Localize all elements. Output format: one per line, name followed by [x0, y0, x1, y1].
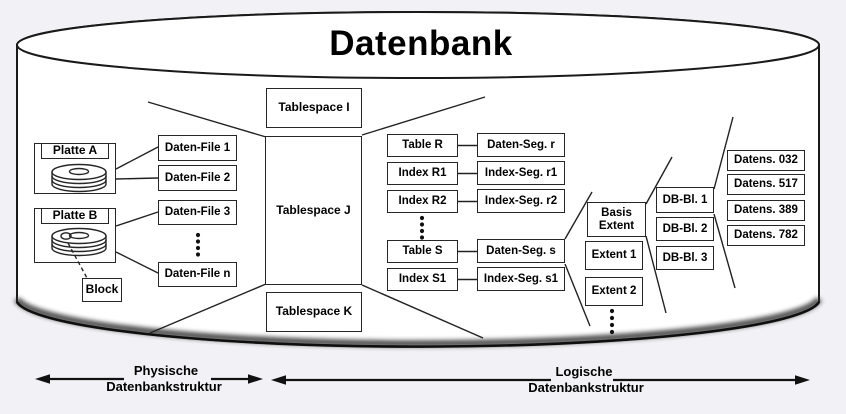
- platte-b-label: Platte B: [41, 209, 109, 224]
- index-seg-r1-box: Index-Seg. r1: [477, 161, 565, 185]
- logical-axis-label-line1: Logische: [555, 364, 613, 379]
- daten-file-1-box: Daten-File 1: [158, 135, 237, 161]
- arrowhead-left-icon: [271, 375, 286, 385]
- extent-1-box: Extent 1: [585, 241, 643, 270]
- arrowhead-right-icon: [248, 374, 263, 384]
- db-block-3-box: DB-Bl. 3: [656, 246, 714, 270]
- block-box: Block: [82, 278, 122, 302]
- platte-a-label: Platte A: [41, 144, 109, 159]
- tablespace-j-box: Tablespace J: [265, 136, 362, 285]
- physical-axis-label-line2: Datenbankstruktur: [106, 379, 222, 394]
- daten-file-3-box: Daten-File 3: [158, 200, 237, 225]
- arrowhead-right-icon: [795, 375, 810, 385]
- arrowhead-left-icon: [35, 374, 50, 384]
- disk-file-connector-lines: [115, 146, 159, 274]
- physical-axis-label-line1: Physische: [133, 363, 199, 378]
- record-032-box: Datens. 032: [727, 150, 805, 171]
- table-segment-connector-lines: [458, 144, 477, 281]
- extent-2-box: Extent 2: [585, 277, 643, 306]
- platte-a-box: Platte A: [34, 143, 116, 194]
- db-block-2-box: DB-Bl. 2: [656, 217, 714, 241]
- cylinder-bottom-shadow: [14, 296, 822, 348]
- platte-b-box: Platte B: [34, 208, 116, 263]
- record-517-box: Datens. 517: [727, 174, 805, 195]
- daten-seg-r-box: Daten-Seg. r: [477, 133, 565, 157]
- record-782-box: Datens. 782: [727, 225, 805, 246]
- tablespace-i-box: Tablespace I: [266, 88, 362, 128]
- index-r1-box: Index R1: [387, 162, 458, 185]
- diagram-title: Datenbank: [329, 24, 513, 63]
- daten-file-2-box: Daten-File 2: [158, 165, 237, 191]
- tablespace-k-box: Tablespace K: [266, 292, 362, 332]
- table-s-box: Table S: [387, 240, 458, 263]
- index-r2-box: Index R2: [387, 190, 458, 213]
- index-seg-s1-box: Index-Seg. s1: [477, 267, 565, 291]
- record-389-box: Datens. 389: [727, 200, 805, 221]
- index-seg-r2-box: Index-Seg. r2: [477, 189, 565, 213]
- basis-extent-box: Basis Extent: [587, 202, 646, 237]
- table-r-box: Table R: [387, 134, 458, 157]
- db-block-1-box: DB-Bl. 1: [656, 187, 714, 213]
- daten-seg-s-box: Daten-Seg. s: [477, 239, 565, 263]
- index-s1-box: Index S1: [387, 268, 458, 291]
- daten-file-n-box: Daten-File n: [158, 262, 237, 287]
- logical-axis-label-line2: Datenbankstruktur: [528, 380, 644, 395]
